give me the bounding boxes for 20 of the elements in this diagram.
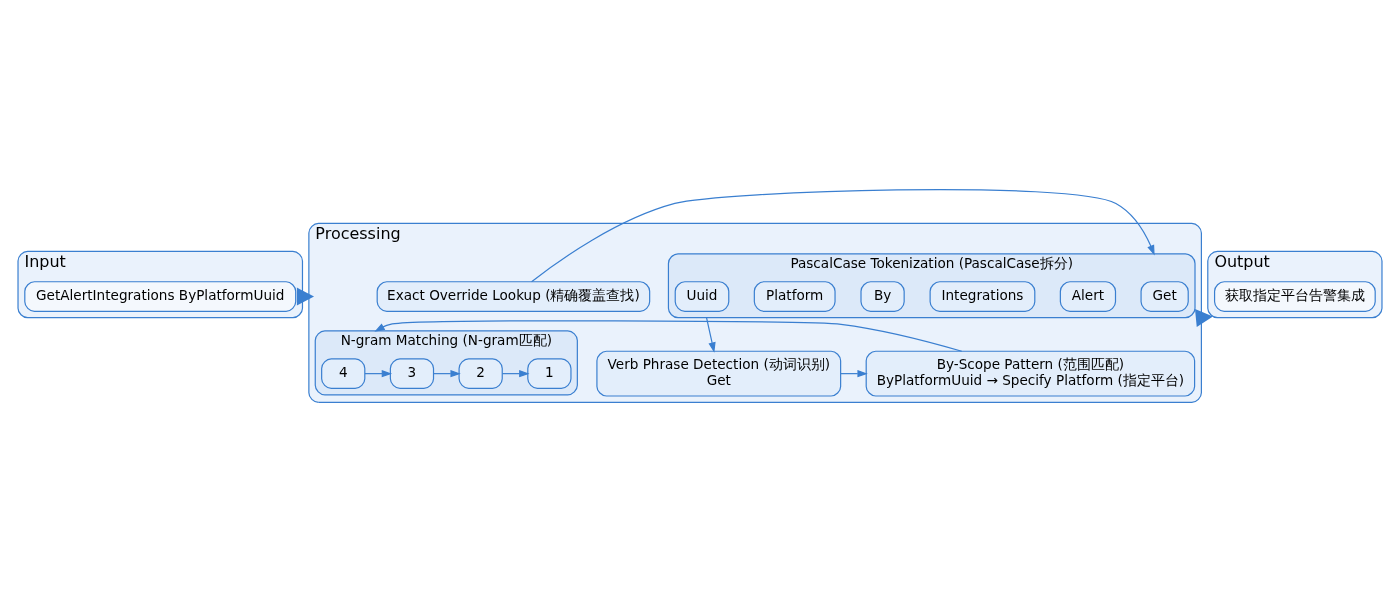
- node-box: 4: [321, 358, 366, 390]
- arrow: [705, 317, 716, 353]
- node-box: Integrations: [929, 281, 1036, 312]
- node-box: Platform: [753, 281, 836, 312]
- node-box: By: [860, 281, 905, 312]
- node-box: 2: [458, 358, 503, 390]
- node-box: Get: [1140, 281, 1189, 312]
- node-box: Verb Phrase Detection (动词识别) Get: [596, 350, 842, 397]
- node-box: 3: [389, 358, 435, 390]
- arrow: [296, 287, 315, 306]
- node-box: GetAlertIntegrations ByPlatformUuid: [24, 281, 297, 312]
- node-box: 1: [527, 358, 572, 390]
- arrow: [531, 189, 1155, 283]
- node-box: Uuid: [674, 281, 730, 312]
- arrow: [374, 320, 963, 352]
- node-box: By-Scope Pattern (范围匹配) ByPlatformUuid → Specify Platform (指定平台): [865, 350, 1196, 397]
- node-box: 获取指定平台告警集成: [1214, 281, 1376, 312]
- node-box: Alert: [1059, 281, 1117, 312]
- arrow: [1194, 309, 1213, 327]
- node-box: Exact Override Lookup (精确覆盖查找): [376, 281, 651, 312]
